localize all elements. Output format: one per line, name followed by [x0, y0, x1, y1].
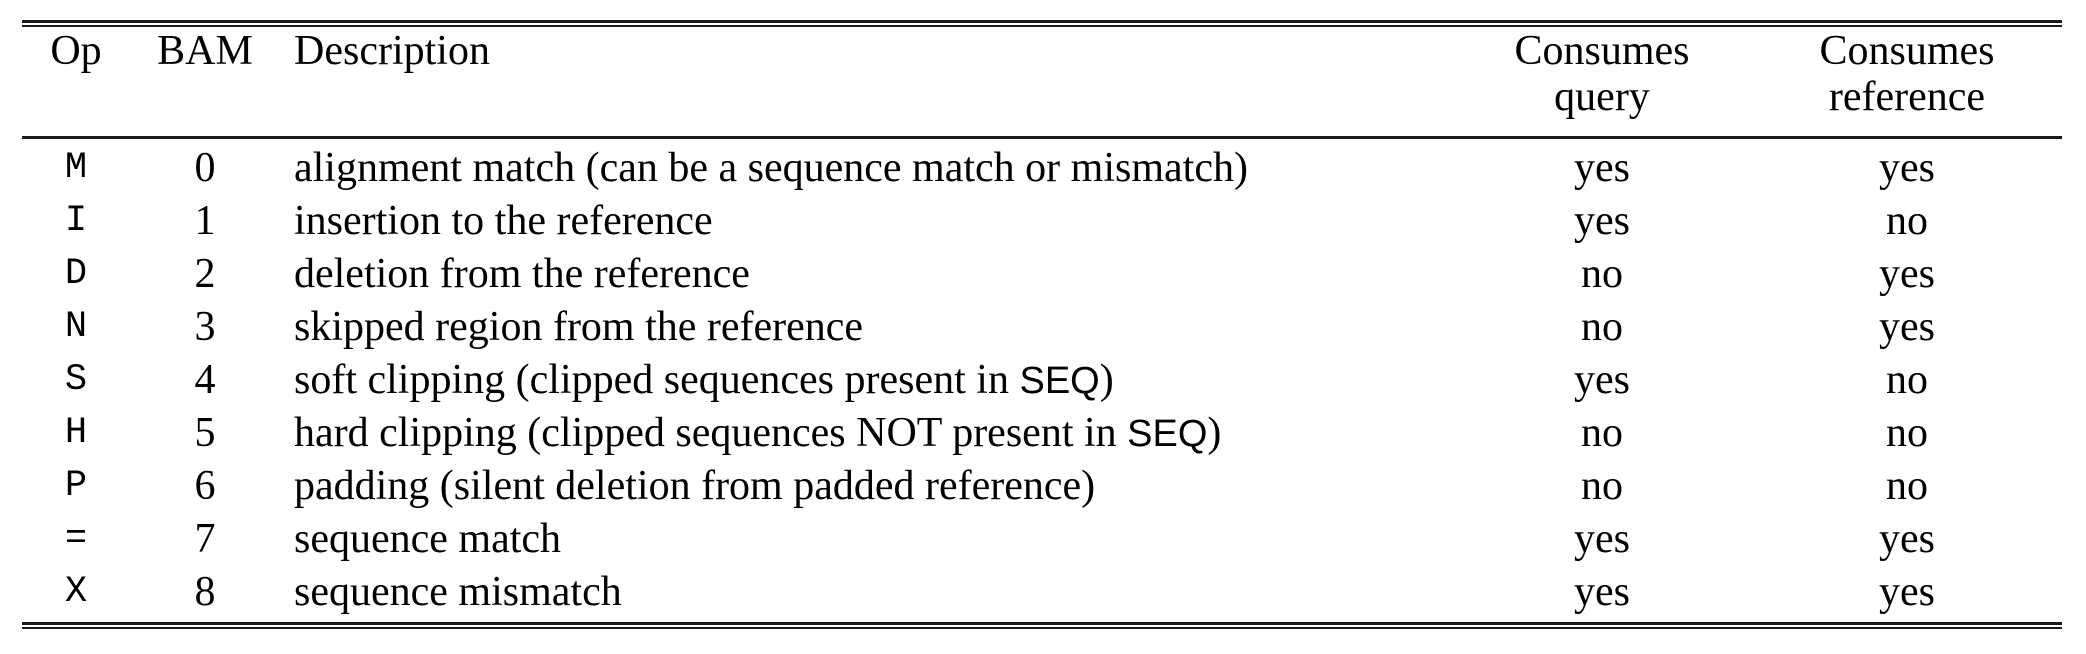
table-row: N 3 skipped region from the reference no… — [22, 301, 2062, 354]
cell-description-seq: SEQ — [1127, 412, 1208, 455]
cell-bam: 3 — [194, 304, 216, 350]
cell-op: H — [64, 412, 88, 454]
cell-description-pre: deletion from the reference — [294, 250, 750, 297]
cell-description-post: ) — [1207, 409, 1222, 456]
table-row: S 4 soft clipping (clipped sequences pre… — [22, 354, 2062, 407]
cell-description: soft clipping (clipped sequences present… — [280, 354, 1452, 407]
cell-bam: 8 — [194, 569, 216, 615]
cell-description-post: ) — [1099, 356, 1114, 403]
cell-description: padding (silent deletion from padded ref… — [280, 460, 1452, 513]
column-header-consumes-reference-line2: reference — [1828, 74, 1986, 120]
cell-description-pre: alignment match (can be a sequence match… — [294, 144, 1248, 191]
cell-consumes-reference: no — [1886, 410, 1928, 456]
cell-bam: 6 — [194, 463, 216, 509]
cell-description: alignment match (can be a sequence match… — [280, 132, 1452, 195]
column-header-op: Op — [22, 10, 130, 132]
cell-op: S — [64, 359, 88, 401]
cell-consumes-reference: no — [1886, 357, 1928, 403]
table-row: P 6 padding (silent deletion from padded… — [22, 460, 2062, 513]
cell-description-pre: sequence match — [294, 515, 562, 562]
cigar-operations-table: Op BAM Description Consumes query Consum… — [22, 10, 2062, 619]
cell-consumes-reference: no — [1886, 198, 1928, 244]
column-header-consumes-query: Consumes query — [1452, 10, 1752, 132]
cell-description: sequence mismatch — [280, 566, 1452, 619]
cell-op: N — [64, 306, 88, 348]
cell-description-pre: insertion to the reference — [294, 197, 713, 244]
cell-bam: 7 — [194, 516, 216, 562]
table-row: = 7 sequence match yes yes — [22, 513, 2062, 566]
cell-bam: 1 — [194, 198, 216, 244]
cell-consumes-query: no — [1581, 304, 1623, 350]
table-top-rule-outer — [22, 20, 2062, 23]
cell-consumes-query: no — [1581, 463, 1623, 509]
table-header-rule — [22, 136, 2062, 139]
cell-description-pre: padding (silent deletion from padded ref… — [294, 462, 1096, 509]
cell-bam: 2 — [194, 251, 216, 297]
cigar-operations-table-container: Op BAM Description Consumes query Consum… — [0, 10, 2086, 654]
cell-bam: 0 — [194, 145, 216, 191]
cell-consumes-reference: yes — [1879, 251, 1935, 297]
cell-consumes-reference: no — [1886, 463, 1928, 509]
cell-consumes-query: yes — [1574, 357, 1630, 403]
cell-op: D — [64, 253, 88, 295]
table-header-row: Op BAM Description Consumes query Consum… — [22, 10, 2062, 132]
cell-consumes-query: yes — [1574, 516, 1630, 562]
column-header-consumes-query-line1: Consumes — [1514, 28, 1690, 74]
cell-description-pre: sequence mismatch — [294, 568, 622, 615]
cell-bam: 5 — [194, 410, 216, 456]
cell-consumes-reference: yes — [1879, 516, 1935, 562]
cell-consumes-reference: yes — [1879, 304, 1935, 350]
table-row: D 2 deletion from the reference no yes — [22, 248, 2062, 301]
cell-description: hard clipping (clipped sequences NOT pre… — [280, 407, 1452, 460]
column-header-op-label: Op — [50, 28, 102, 74]
column-header-description-label: Description — [294, 28, 490, 74]
cell-consumes-reference: yes — [1879, 145, 1935, 191]
column-header-description: Description — [280, 10, 1452, 132]
column-header-consumes-reference-line1: Consumes — [1819, 28, 1995, 74]
table-bottom-rule-outer — [22, 622, 2062, 625]
table-row: M 0 alignment match (can be a sequence m… — [22, 132, 2062, 195]
column-header-consumes-reference: Consumes reference — [1752, 10, 2062, 132]
table-row: I 1 insertion to the reference yes no — [22, 195, 2062, 248]
table-body: M 0 alignment match (can be a sequence m… — [22, 132, 2062, 619]
cell-consumes-query: no — [1581, 410, 1623, 456]
table-header: Op BAM Description Consumes query Consum… — [22, 10, 2062, 132]
cell-description-pre: hard clipping (clipped sequences NOT pre… — [294, 409, 1128, 456]
cell-op: X — [64, 571, 88, 613]
cell-description: sequence match — [280, 513, 1452, 566]
cell-consumes-reference: yes — [1879, 569, 1935, 615]
column-header-bam: BAM — [130, 10, 280, 132]
column-header-bam-label: BAM — [157, 28, 253, 74]
table-bottom-rule-inner — [22, 627, 2062, 629]
column-header-consumes-query-line2: query — [1554, 74, 1650, 120]
cell-op: = — [64, 518, 88, 560]
table-row: H 5 hard clipping (clipped sequences NOT… — [22, 407, 2062, 460]
cell-op: I — [64, 200, 88, 242]
table-row: X 8 sequence mismatch yes yes — [22, 566, 2062, 619]
cell-consumes-query: yes — [1574, 198, 1630, 244]
cell-consumes-query: no — [1581, 251, 1623, 297]
cell-description-seq: SEQ — [1019, 359, 1100, 402]
cell-description-pre: skipped region from the reference — [294, 303, 864, 350]
cell-description: skipped region from the reference — [280, 301, 1452, 354]
cell-consumes-query: yes — [1574, 145, 1630, 191]
cell-op: M — [64, 147, 88, 189]
cell-bam: 4 — [194, 357, 216, 403]
cell-op: P — [64, 465, 88, 507]
cell-description: deletion from the reference — [280, 248, 1452, 301]
table-top-rule-inner — [22, 25, 2062, 27]
cell-description-pre: soft clipping (clipped sequences present… — [294, 356, 1020, 403]
cell-description: insertion to the reference — [280, 195, 1452, 248]
cell-consumes-query: yes — [1574, 569, 1630, 615]
